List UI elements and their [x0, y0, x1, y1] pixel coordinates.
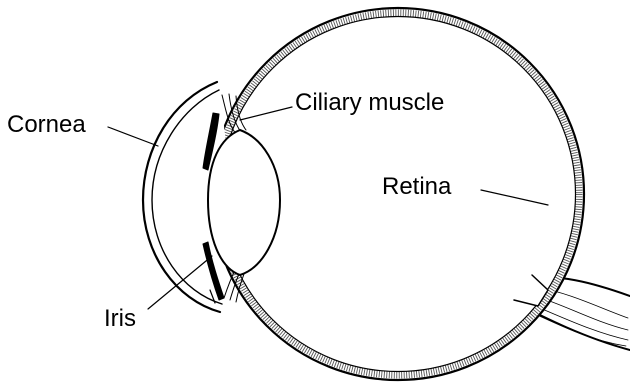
iris-label: Iris [104, 305, 136, 332]
cornea-leader-line [108, 127, 158, 146]
ciliary-muscle-label: Ciliary muscle [295, 89, 444, 116]
retina-label: Retina [382, 173, 452, 200]
cornea-label: Cornea [7, 111, 86, 138]
